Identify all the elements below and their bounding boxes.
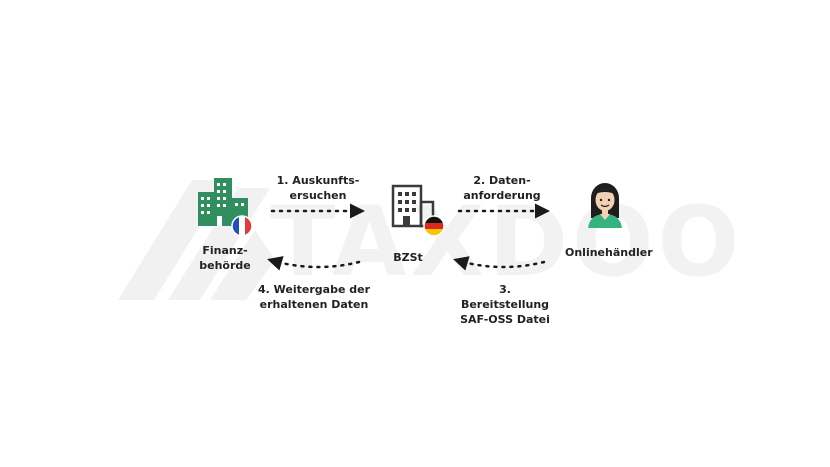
arrow-step4 (267, 256, 361, 271)
node-label-bzst: BZSt (393, 251, 423, 264)
step-label-4: 4. Weitergabe der erhaltenen Daten (258, 283, 370, 311)
arrow-step3 (453, 256, 546, 271)
person-icon (588, 183, 622, 228)
step-label-1: 1. Auskunfts- ersuchen (276, 174, 360, 202)
france-flag-icon (231, 215, 253, 237)
watermark-text: TAXDOO (270, 186, 744, 298)
germany-flag-icon (423, 215, 445, 237)
step-label-2: 2. Daten- anforderung (463, 174, 541, 202)
green-building-icon (198, 178, 248, 226)
step-label-3: 3. Bereitstellung SAF-OSS Datei (460, 283, 550, 326)
node-label-finanzbehoerde: Finanz- behörde (199, 244, 251, 272)
node-label-onlinehaendler: Onlinehändler (565, 246, 653, 259)
